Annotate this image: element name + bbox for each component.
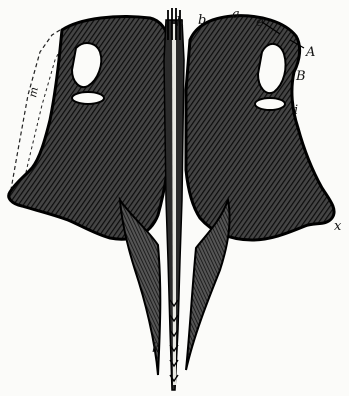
label-m: m — [26, 86, 41, 99]
label-k: k — [152, 341, 160, 356]
label-top-left: h — [176, 15, 184, 30]
left-window-lower — [72, 92, 104, 104]
label-e: e — [256, 15, 264, 30]
label-x: x — [334, 219, 342, 234]
label-B: B — [295, 69, 306, 84]
label-A: A — [305, 45, 315, 60]
label-b: b — [198, 13, 206, 28]
label-a: a — [232, 7, 240, 22]
right-window-lower — [255, 98, 285, 110]
label-i: i — [294, 103, 298, 118]
